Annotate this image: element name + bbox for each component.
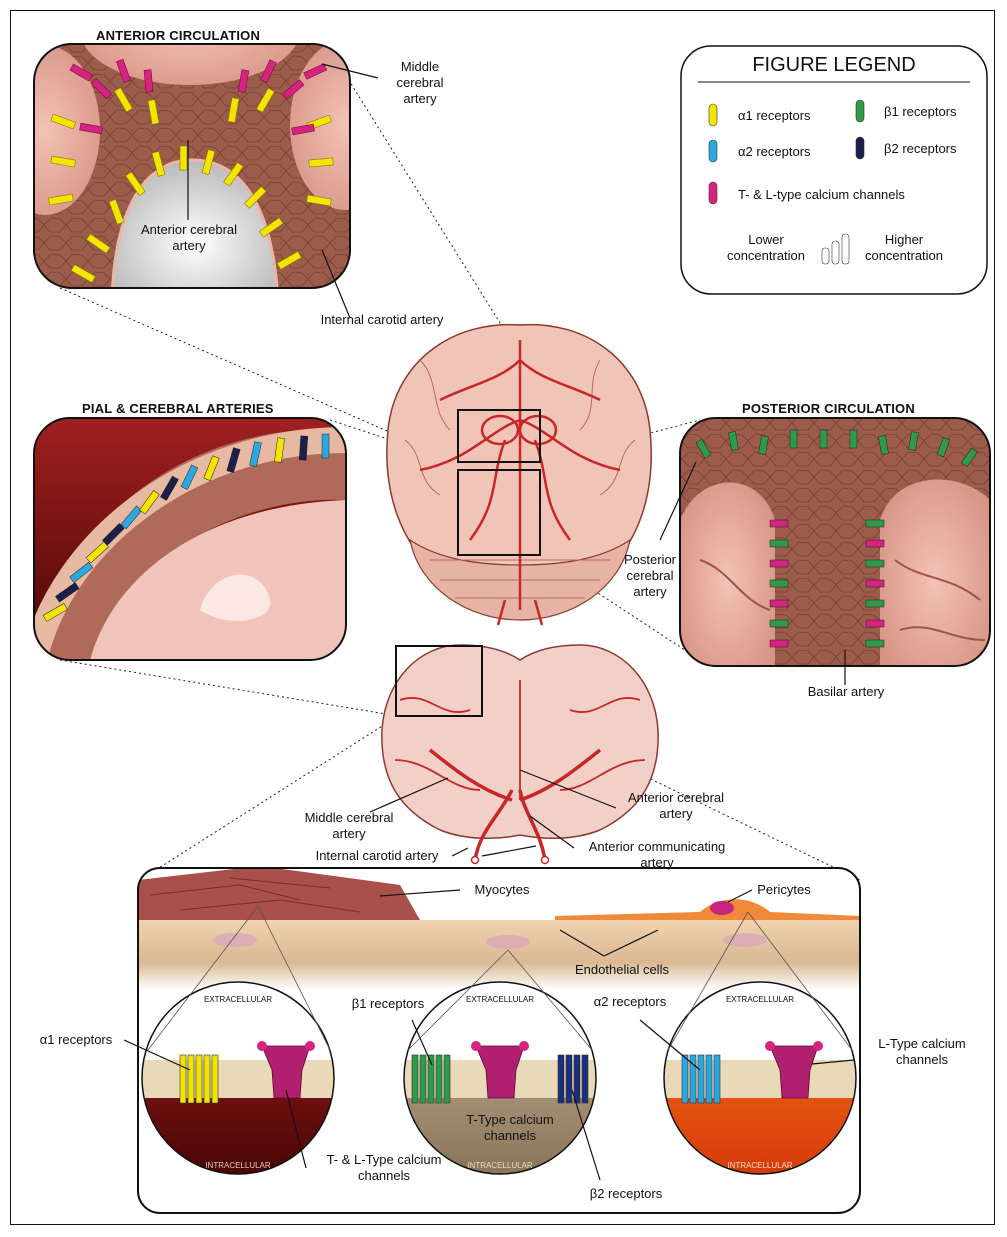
- b2-swatch: [856, 137, 864, 159]
- label-pericytes: Pericytes: [744, 882, 824, 898]
- high-conc-swatch: [842, 234, 849, 264]
- label-anterior-cerebral-top: Anterior cerebral artery: [128, 222, 250, 254]
- intracellular-3: INTRACELLULAR: [712, 1158, 808, 1174]
- anterior-title: ANTERIOR CIRCULATION: [96, 28, 260, 43]
- pial-arteries-panel: [34, 418, 346, 660]
- label-basilar: Basilar artery: [796, 684, 896, 700]
- a2-swatch: [709, 140, 717, 162]
- extracellular-2: EXTRACELLULAR: [452, 992, 548, 1008]
- b1-swatch: [856, 100, 864, 122]
- low-conc-swatch: [822, 248, 829, 264]
- label-myocytes: Myocytes: [462, 882, 542, 898]
- label-b1-receptors: β1 receptors: [340, 996, 436, 1012]
- label-middle-cerebral-bottom: Middle cerebral artery: [292, 810, 406, 842]
- intracellular-2: INTRACELLULAR: [452, 1158, 548, 1174]
- label-internal-carotid-top: Internal carotid artery: [304, 312, 460, 328]
- label-b2-receptors: β2 receptors: [578, 1186, 674, 1202]
- label-middle-cerebral-top: Middle cerebral artery: [380, 59, 460, 107]
- posterior-title: POSTERIOR CIRCULATION: [742, 401, 915, 416]
- label-t-l-type: T- & L-Type calcium channels: [324, 1152, 444, 1184]
- label-endothelial: Endothelial cells: [560, 962, 684, 978]
- posterior-circulation-panel: [680, 418, 990, 680]
- label-a1-receptors: α1 receptors: [24, 1032, 128, 1048]
- legend-a2: α2 receptors: [738, 144, 811, 159]
- label-anterior-cerebral-bottom: Anterior cerebral artery: [620, 790, 732, 822]
- legend-b2: β2 receptors: [884, 141, 957, 156]
- label-internal-carotid-bottom: Internal carotid artery: [297, 848, 457, 864]
- legend-a1: α1 receptors: [738, 108, 811, 123]
- legend-higher: Higher concentration: [852, 232, 956, 264]
- extracellular-1: EXTRACELLULAR: [190, 992, 286, 1008]
- label-a2-receptors: α2 receptors: [580, 994, 680, 1010]
- label-l-type: L-Type calcium channels: [866, 1036, 978, 1068]
- legend-calcium: T- & L-type calcium channels: [738, 187, 905, 202]
- label-posterior-cerebral: Posterior cerebral artery: [612, 552, 688, 600]
- legend-lower: Lower concentration: [712, 232, 820, 264]
- calcium-swatch: [709, 182, 717, 204]
- pial-title: PIAL & CEREBRAL ARTERIES: [82, 401, 274, 416]
- extracellular-3: EXTRACELLULAR: [712, 992, 808, 1008]
- brain-coronal-view: [382, 645, 658, 864]
- a1-swatch: [709, 104, 717, 126]
- label-anterior-communicating: Anterior communicating artery: [572, 839, 742, 871]
- legend-title: FIGURE LEGEND: [681, 54, 987, 77]
- mid-conc-swatch: [832, 241, 839, 264]
- label-t-type: T-Type calcium channels: [440, 1112, 580, 1144]
- legend-b1: β1 receptors: [884, 104, 957, 119]
- intracellular-1: INTRACELLULAR: [190, 1158, 286, 1174]
